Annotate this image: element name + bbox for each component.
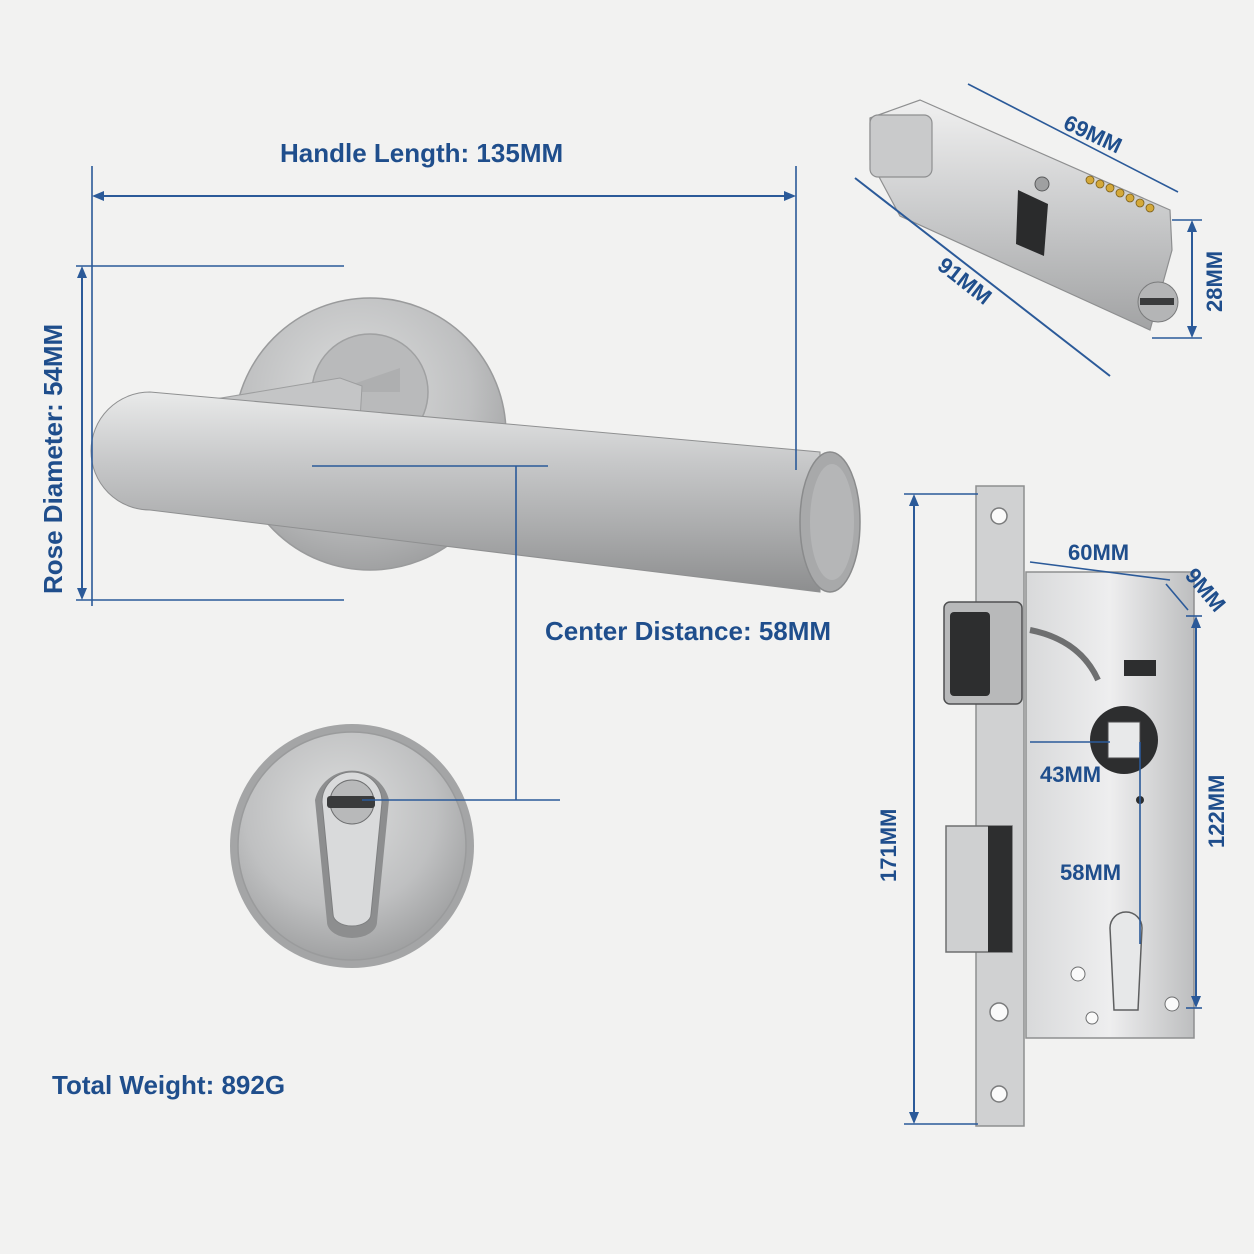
label-cylinder-height: 28MM <box>1202 251 1227 312</box>
mortise-lock <box>943 485 1195 1127</box>
label-lock-center: 58MM <box>1060 860 1121 885</box>
label-lock-width: 60MM <box>1068 540 1129 565</box>
label-total-weight: Total Weight: 892G <box>52 1070 285 1100</box>
label-body-height: 122MM <box>1204 775 1229 848</box>
euro-cylinder <box>869 99 1179 331</box>
label-handle-length: Handle Length: 135MM <box>280 138 563 168</box>
dimension-handle-length <box>91 166 797 606</box>
label-backset: 43MM <box>1040 762 1101 787</box>
label-cylinder-length: 69MM <box>1060 110 1126 158</box>
dimension-mortise <box>904 493 1202 1125</box>
dimension-rose-diameter <box>76 265 344 601</box>
label-center-distance: Center Distance: 58MM <box>545 616 831 646</box>
cylinder-escutcheon <box>230 724 474 968</box>
lever-handle <box>90 377 861 593</box>
label-lock-height: 171MM <box>876 809 901 882</box>
dimension-center-distance <box>312 465 560 801</box>
dimension-cylinder <box>854 83 1202 377</box>
label-rose-diameter: Rose Diameter: 54MM <box>38 324 68 594</box>
